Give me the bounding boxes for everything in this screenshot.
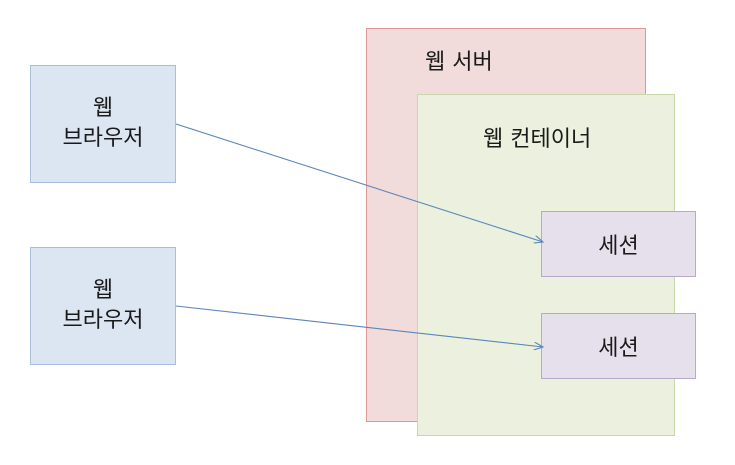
arrow-browser1-to-session1 [175, 123, 543, 242]
web-browser-box-2: 웹 브라우저 [30, 247, 176, 365]
session-box-1: 세션 [541, 211, 696, 277]
web-browser-label-2: 웹 브라우저 [62, 278, 144, 333]
web-server-label: 웹 서버 [425, 50, 493, 75]
session-label-2: 세션 [598, 336, 639, 361]
web-container-label: 웹 컨테이너 [483, 127, 592, 152]
web-browser-label-1: 웹 브라우저 [62, 96, 144, 151]
session-label-1: 세션 [598, 234, 639, 259]
web-browser-box-1: 웹 브라우저 [30, 65, 176, 183]
arrow-browser2-to-session2 [175, 305, 543, 347]
